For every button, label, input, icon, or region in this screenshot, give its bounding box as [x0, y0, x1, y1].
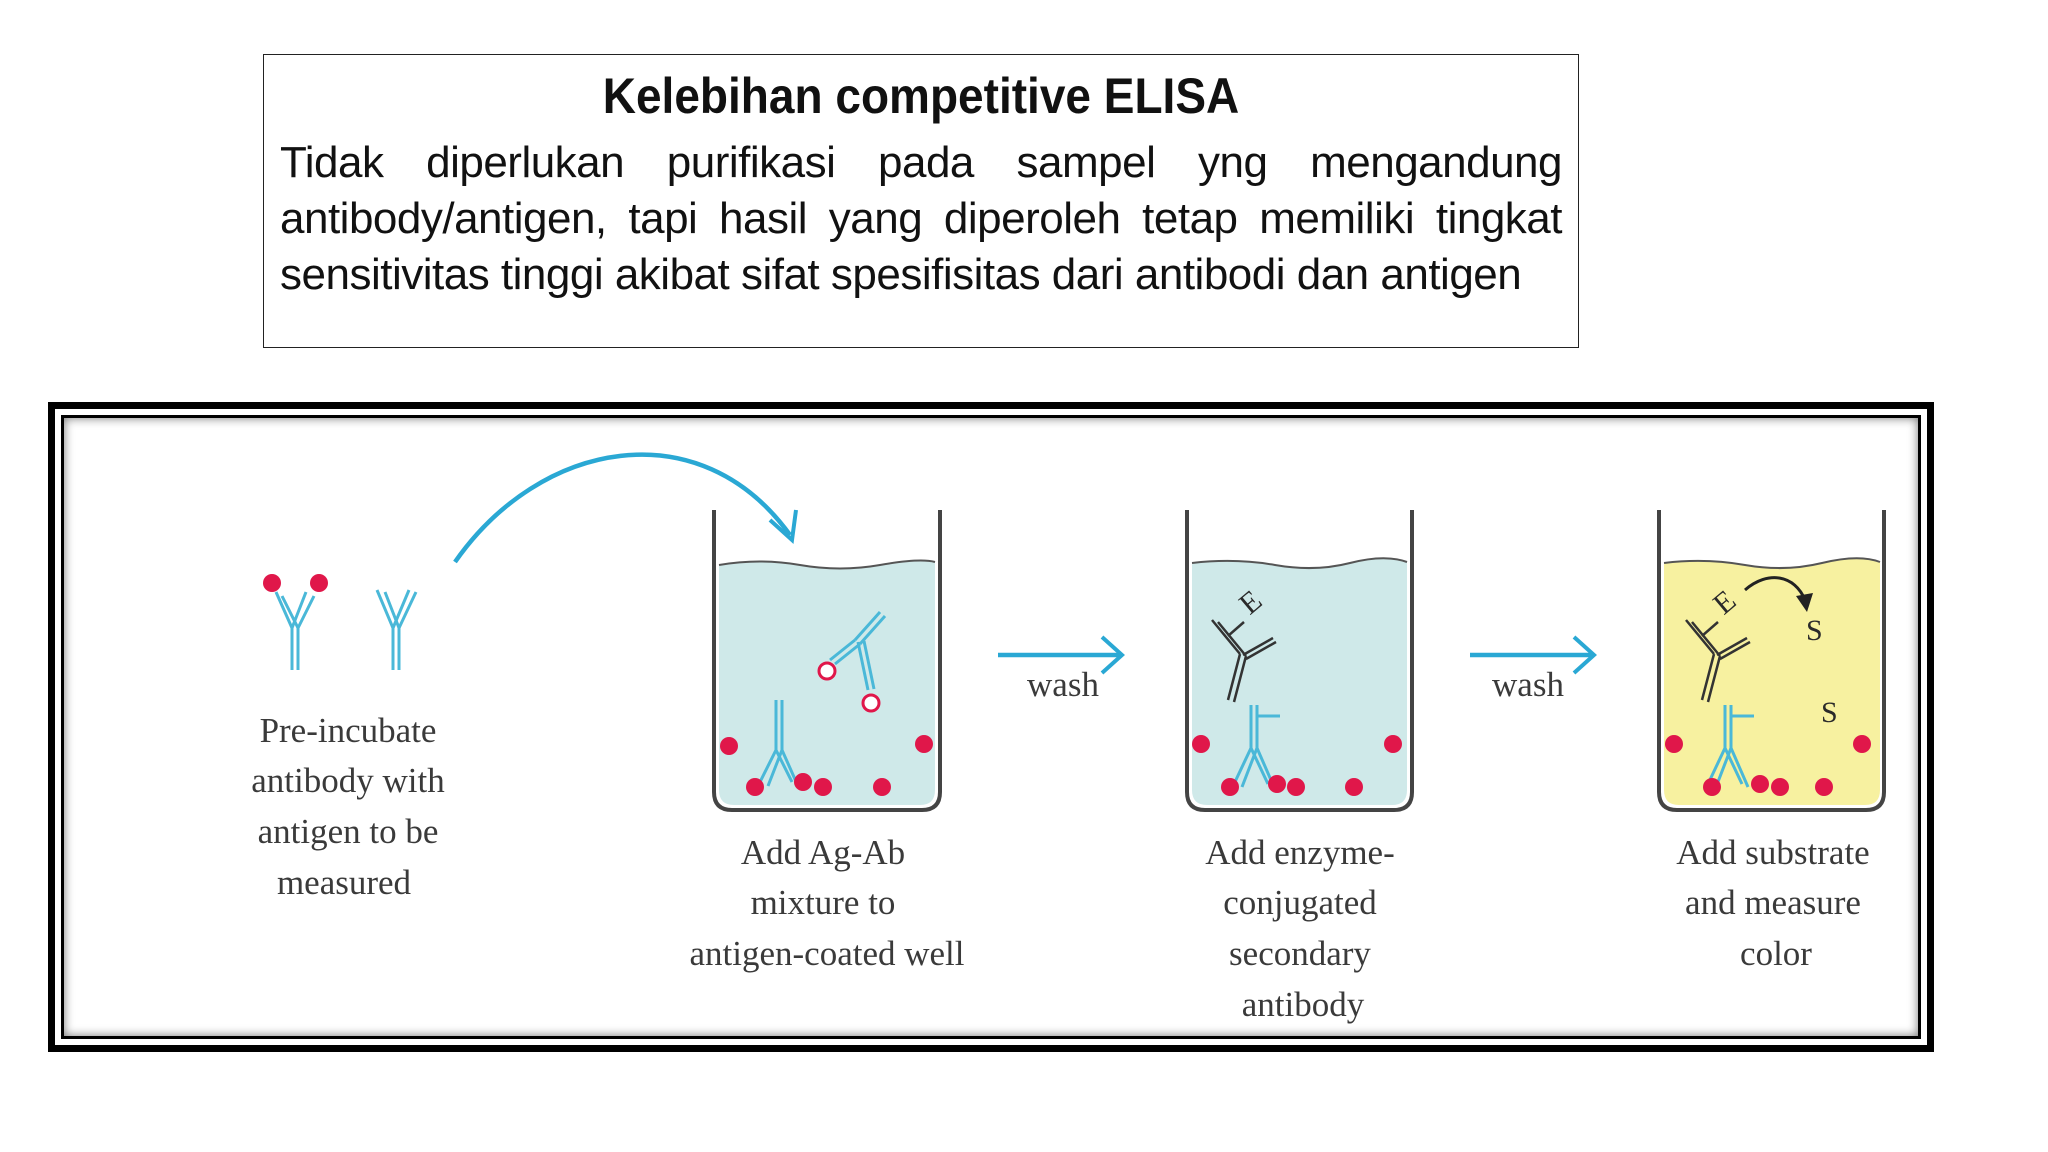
- well-2-liquid: [1192, 558, 1407, 805]
- diagram-frame: [48, 402, 1934, 1052]
- caption-line: antibody with: [251, 761, 445, 800]
- caption-line: conjugated: [1223, 883, 1377, 922]
- antigen-open: [861, 693, 881, 713]
- antigen-dot: [1815, 778, 1833, 796]
- secondary-antibody: [1211, 619, 1277, 703]
- step1-caption: Pre-incubate antibody with antigen to be…: [251, 711, 445, 902]
- caption-line: antigen to be: [258, 812, 439, 851]
- free-antibody: [375, 589, 418, 670]
- antigen-dot: [814, 778, 832, 796]
- antigen-dot: [1268, 775, 1286, 793]
- well-3-wall: [1657, 510, 1886, 812]
- well-3-surface: [1663, 557, 1881, 570]
- well-1: [712, 510, 942, 812]
- caption-line: Add Ag-Ab: [741, 833, 905, 872]
- caption-line: secondary: [1229, 934, 1371, 973]
- antigen-dot: [1751, 775, 1769, 793]
- transfer-arrow: [453, 452, 792, 564]
- caption-line: antibody: [1242, 985, 1365, 1024]
- antigen-dot: [915, 735, 933, 753]
- step3-caption: Add enzyme- conjugated secondary antibod…: [1205, 833, 1395, 1024]
- antigen-dot: [263, 574, 281, 592]
- transfer-arrow-head: [768, 509, 798, 545]
- well-2-wall: [1185, 510, 1414, 812]
- well-2-surface: [1191, 557, 1408, 570]
- reaction-arrow: [1744, 576, 1807, 601]
- info-box-title: Kelebihan competitive ELISA: [602, 68, 1240, 124]
- well-1-liquid: [719, 560, 935, 805]
- wash-label-2: wash: [1492, 665, 1564, 704]
- caption-line: measured: [277, 863, 412, 902]
- antigen-dot: [1287, 778, 1305, 796]
- antigen-dot: [1853, 735, 1871, 753]
- reaction-arrow-head: [1796, 593, 1813, 612]
- caption-line: Add enzyme-: [1205, 833, 1395, 872]
- caption-line: and measure: [1685, 883, 1861, 922]
- antigen-dot: [1703, 778, 1721, 796]
- caption-line: Add substrate: [1676, 833, 1869, 872]
- step1-antibodies: [263, 574, 418, 670]
- info-box: Kelebihan competitive ELISA Tidak diperl…: [263, 54, 1579, 348]
- well-2: E: [1185, 510, 1414, 812]
- antigen-dot: [1665, 735, 1683, 753]
- antigen-dot: [873, 778, 891, 796]
- well-1-wall: [712, 510, 942, 812]
- wash-label-1: wash: [1027, 665, 1099, 704]
- antibody-with-antigen: [274, 591, 316, 670]
- antigen-dot: [1192, 735, 1210, 753]
- info-box-body: Tidak diperlukan purifikasi pada sampel …: [280, 138, 1563, 299]
- antigen-dot: [1221, 778, 1239, 796]
- substrate-label: S: [1806, 614, 1823, 647]
- antigen-open: [817, 661, 837, 681]
- substrate-label: S: [1821, 696, 1838, 729]
- antigen-dot: [720, 737, 738, 755]
- step2-caption: Add Ag-Ab mixture to antigen-coated well: [689, 833, 964, 973]
- antigen-dot: [1384, 735, 1402, 753]
- antigen-dot: [794, 773, 812, 791]
- caption-line: color: [1740, 934, 1812, 973]
- antigen-dot: [1771, 778, 1789, 796]
- well-3-liquid: [1664, 558, 1880, 805]
- wash-arrow-1-head: [1100, 635, 1125, 675]
- antigen-dot: [746, 778, 764, 796]
- bound-antibody: [1706, 705, 1754, 788]
- well-3: E S S: [1657, 510, 1886, 812]
- antigen-dot: [310, 574, 328, 592]
- wash-arrow-2-head: [1572, 635, 1597, 675]
- caption-line: Pre-incubate: [260, 711, 437, 750]
- floating-complex: [829, 611, 887, 691]
- diagram-frame-inner: [61, 415, 1921, 1039]
- antigen-dot: [1345, 778, 1363, 796]
- well-1-surface: [718, 559, 936, 570]
- secondary-antibody: [1685, 619, 1751, 703]
- caption-line: antigen-coated well: [689, 934, 964, 973]
- step4-caption: Add substrate and measure color: [1676, 833, 1869, 973]
- caption-line: mixture to: [751, 883, 896, 922]
